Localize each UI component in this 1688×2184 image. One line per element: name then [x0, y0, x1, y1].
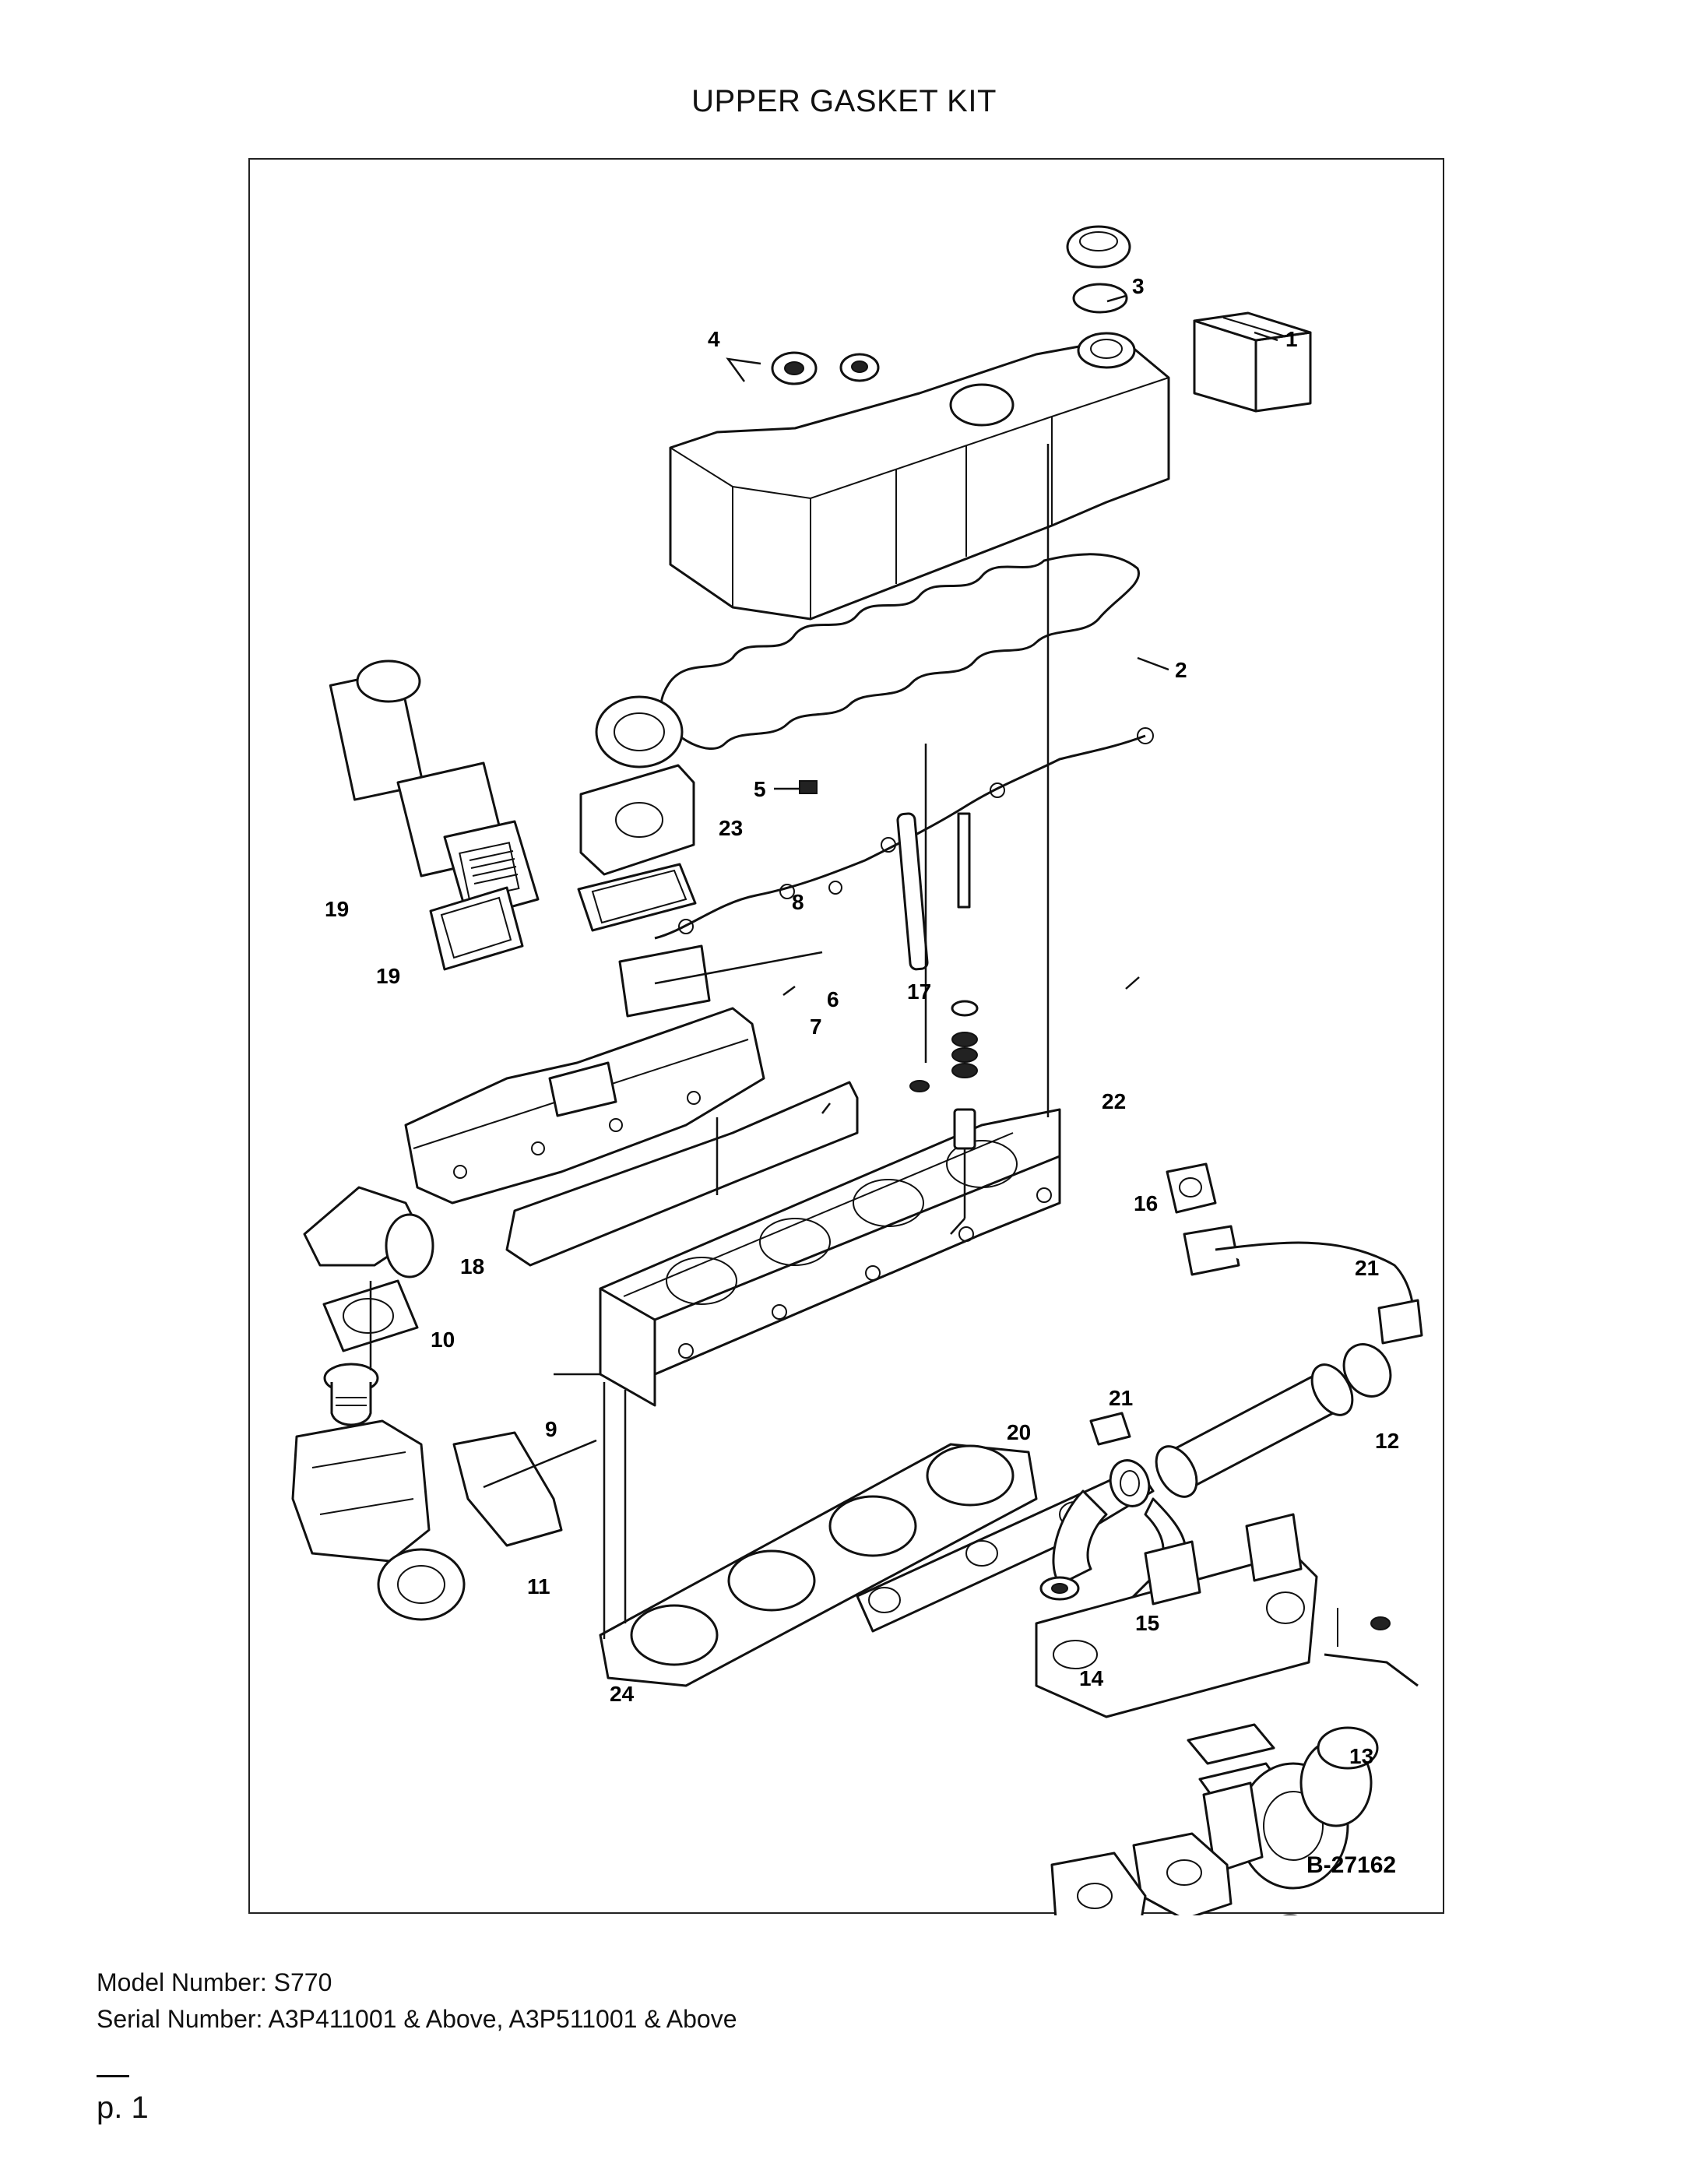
- model-number: Model Number: S770: [97, 1968, 332, 1996]
- callout-4: 4: [708, 327, 720, 351]
- water-outlet-part: [303, 1186, 434, 1352]
- egr-cooler-part: [1155, 1343, 1392, 1498]
- callout-3: 3: [1132, 274, 1145, 298]
- egr-pipe-part: [1166, 1162, 1423, 1345]
- water-pump-housing-part: [291, 1419, 466, 1621]
- figure-id: B-27162: [1306, 1852, 1396, 1878]
- callout-17: 17: [907, 979, 931, 1004]
- head-gasket-part: [599, 1443, 1038, 1687]
- intake-gasket-part: [505, 1081, 859, 1267]
- callout-labels: 1 2 3 4 5 6 7 8 9 10 11 12 13 14 15 16 1…: [325, 274, 1399, 1768]
- exhaust-manifold-part: [1035, 1513, 1318, 1718]
- callout-14: 14: [1079, 1666, 1104, 1690]
- callout-leaders: [726, 294, 1278, 1114]
- exploded-parts-diagram: 1 2 3 4 5 6 7 8 9 10 11 12 13 14 15 16 1…: [248, 158, 1444, 1915]
- page-title: UPPER GASKET KIT: [691, 84, 997, 118]
- callout-8: 8: [792, 890, 804, 914]
- callout-9: 9: [545, 1417, 557, 1441]
- parts-illustration: 1 2 3 4 5 6 7 8 9 10 11 12 13 14 15 16 1…: [291, 225, 1423, 1915]
- injector-seal-stack-part: [950, 812, 979, 1235]
- intake-heater-part: [329, 659, 540, 971]
- callout-11: 11: [527, 1574, 550, 1598]
- callout-21a: 21: [1109, 1386, 1133, 1410]
- callout-6: 6: [827, 987, 839, 1011]
- callout-2: 2: [1175, 658, 1187, 682]
- thermostat-housing-part: [577, 695, 697, 932]
- callout-19b: 19: [376, 964, 400, 988]
- cylinder-head-part: [599, 1108, 1061, 1407]
- callout-1: 1: [1285, 327, 1298, 351]
- leader-lines: [369, 444, 1050, 1639]
- callout-18: 18: [460, 1254, 484, 1278]
- callout-24: 24: [610, 1682, 635, 1706]
- callout-23: 23: [719, 816, 743, 840]
- seal-rings-part: [771, 351, 880, 385]
- page-number: p. 1: [97, 2091, 149, 2125]
- callout-21b: 21: [1355, 1256, 1379, 1280]
- callout-15: 15: [1135, 1611, 1159, 1635]
- manifold-bolts-part: [1324, 1608, 1419, 1687]
- callout-13: 13: [1349, 1744, 1373, 1768]
- valve-cover-part: [669, 332, 1170, 621]
- callout-22: 22: [1102, 1089, 1126, 1113]
- oil-cap-part: [1066, 225, 1131, 314]
- turbo-outlet-part: [1050, 1832, 1233, 1915]
- injector-part: [828, 744, 930, 1092]
- callout-5: 5: [754, 777, 766, 801]
- callout-10: 10: [431, 1328, 455, 1352]
- pump-gasket-part: [452, 1431, 563, 1547]
- callout-19a: 19: [325, 897, 349, 921]
- turbocharger-part: [1202, 1726, 1379, 1890]
- page-rule: [97, 2075, 129, 2077]
- callout-20: 20: [1007, 1420, 1031, 1444]
- thermostat-part: [323, 1363, 379, 1426]
- serial-number: Serial Number: A3P411001 & Above, A3P511…: [97, 2005, 737, 2033]
- callout-12: 12: [1375, 1429, 1399, 1453]
- callout-16: 16: [1134, 1191, 1158, 1215]
- cover-gasket-part: [659, 553, 1141, 750]
- callout-7: 7: [810, 1015, 822, 1039]
- kit-box-part: [1193, 311, 1312, 413]
